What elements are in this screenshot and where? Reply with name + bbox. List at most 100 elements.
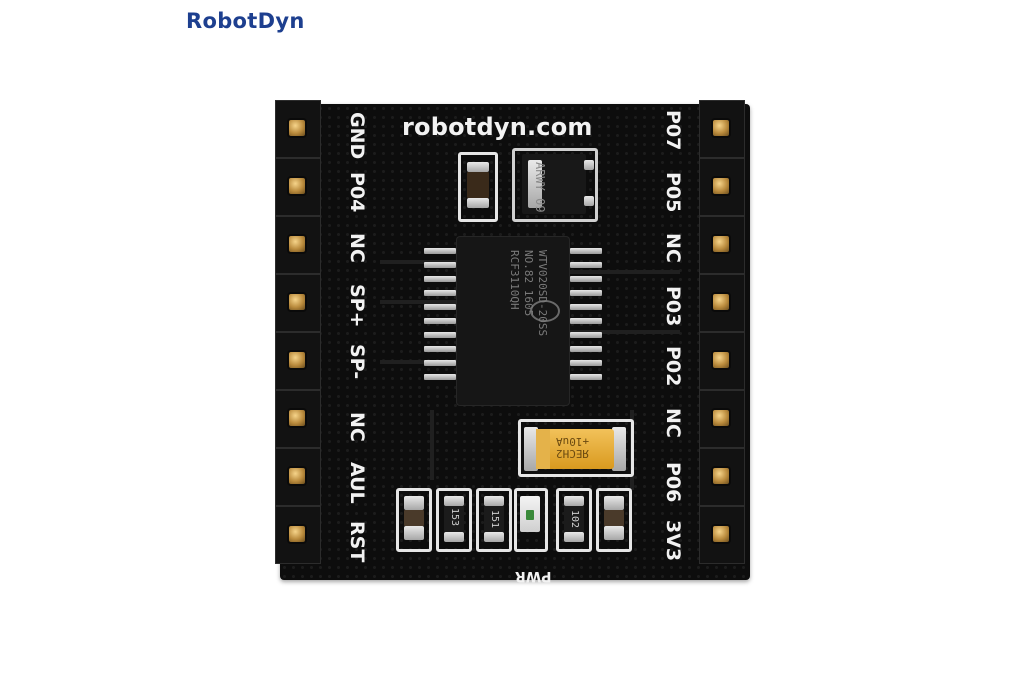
gold-pin	[289, 178, 305, 194]
header-pin-right-1	[699, 100, 745, 158]
chip-lead-left	[424, 346, 456, 352]
gold-pin	[289, 352, 305, 368]
pin-label-left: RST	[346, 521, 368, 563]
pin-label-left: NC	[346, 233, 368, 263]
capacitor-line: ЯЕCH2	[556, 447, 590, 460]
pin-label-right: P05	[662, 172, 684, 213]
component-outline	[396, 488, 432, 552]
capacitor-marking: ЯЕCH2 +10uA	[556, 435, 590, 460]
smd-resistor	[564, 506, 584, 532]
chip-lead-right	[570, 346, 602, 352]
pcb-trace	[430, 410, 434, 480]
smd-capacitor	[404, 510, 424, 526]
header-pin-left-2	[275, 158, 321, 216]
pin-label-left: NC	[346, 412, 368, 442]
component-outline	[514, 488, 548, 552]
pcb-trace	[380, 260, 456, 264]
chip-line: NO.82 1605	[522, 250, 535, 317]
chip-lead-right	[570, 304, 602, 310]
chip-lead-left	[424, 248, 456, 254]
chip-lead-left	[424, 360, 456, 366]
smd-capacitor	[467, 172, 489, 198]
gold-pin	[713, 178, 729, 194]
header-pin-left-6	[275, 390, 321, 448]
pin-label-right: 3V3	[662, 520, 684, 562]
regulator-lead	[584, 196, 594, 206]
pin-label-left: SP-	[346, 344, 368, 380]
header-pin-right-4	[699, 274, 745, 332]
chip-lead-right	[570, 374, 602, 380]
header-pin-right-3	[699, 216, 745, 274]
gold-pin	[713, 294, 729, 310]
smd-capacitor	[604, 510, 624, 526]
regulator-tab	[528, 160, 542, 208]
pin-label-left: AUL	[346, 462, 368, 504]
pcb-trace	[380, 300, 456, 304]
chip-line: RCF3110QH	[508, 250, 521, 310]
smd-pad	[404, 526, 424, 540]
capacitor-line: +10uA	[556, 435, 590, 448]
chip-lead-left	[424, 318, 456, 324]
chip-lead-right	[570, 276, 602, 282]
pin-label-right: NC	[662, 408, 684, 438]
header-pin-right-6	[699, 390, 745, 448]
header-pin-left-4	[275, 274, 321, 332]
gold-pin	[713, 410, 729, 426]
chip-lead-right	[570, 360, 602, 366]
smd-pad	[467, 162, 489, 172]
smd-pad	[604, 496, 624, 510]
component-outline	[518, 419, 634, 477]
smd-resistor	[484, 506, 504, 532]
gold-pin	[289, 526, 305, 542]
resistor-marking: 153	[449, 508, 460, 527]
chip-lead-right	[570, 248, 602, 254]
resistor-marking: 102	[569, 510, 580, 529]
pin-label-left: GND	[346, 112, 368, 160]
chip-line: WTV020SD-20SS	[536, 250, 549, 337]
header-pin-right-8	[699, 506, 745, 564]
smd-pad	[564, 496, 584, 506]
gold-pin	[713, 352, 729, 368]
chip-lead-left	[424, 332, 456, 338]
smd-pad	[524, 427, 538, 471]
gold-pin	[713, 526, 729, 542]
gold-pin	[713, 468, 729, 484]
chip-marking: WTV020SD-20SS NO.82 1605 RCF3110QH	[507, 250, 549, 336]
smd-pad	[444, 532, 464, 542]
gold-pin	[713, 236, 729, 252]
header-pin-left-8	[275, 506, 321, 564]
chip-lead-left	[424, 290, 456, 296]
silkscreen-url: robotdyn.com	[402, 113, 593, 141]
brand-logo: RobotDyn	[186, 9, 305, 33]
smd-pad	[484, 532, 504, 542]
chip-lead-right	[570, 262, 602, 268]
component-outline	[556, 488, 592, 552]
smd-resistor	[444, 506, 464, 532]
regulator-lead	[584, 160, 594, 170]
pin-label-right: P07	[662, 110, 684, 151]
resistor-marking: 151	[489, 510, 500, 529]
component-outline	[512, 148, 598, 222]
component-outline	[436, 488, 472, 552]
gold-pin	[289, 236, 305, 252]
pin-label-right: P06	[662, 462, 684, 503]
pin-label-right: NC	[662, 233, 684, 263]
chip-lead-left	[424, 374, 456, 380]
smd-pad	[467, 198, 489, 208]
chip-lead-right	[570, 332, 602, 338]
pcb-trace	[570, 270, 680, 274]
header-pin-right-7	[699, 448, 745, 506]
gold-pin	[289, 120, 305, 136]
component-outline	[596, 488, 632, 552]
pwr-label: PWR	[515, 568, 552, 584]
gold-pin	[289, 410, 305, 426]
led-marker	[526, 510, 534, 520]
chip-lead-right	[570, 290, 602, 296]
header-pin-right-2	[699, 158, 745, 216]
smd-pad	[604, 526, 624, 540]
pin-label-right: P02	[662, 346, 684, 387]
header-pin-right-5	[699, 332, 745, 390]
header-pin-left-3	[275, 216, 321, 274]
pin-label-left: SP+	[346, 284, 368, 328]
smd-pad	[612, 427, 626, 471]
